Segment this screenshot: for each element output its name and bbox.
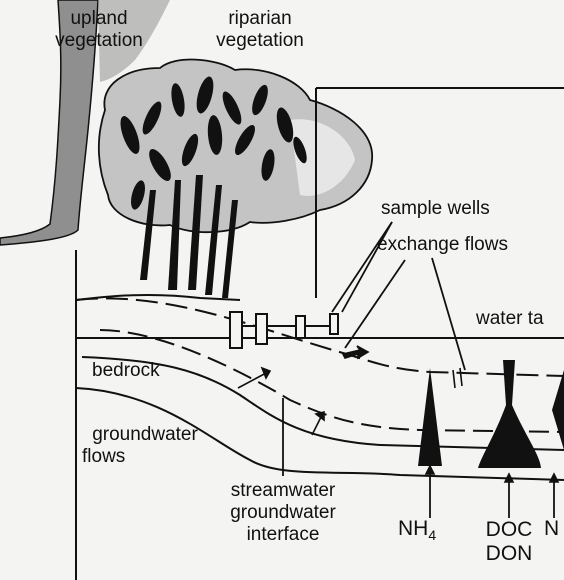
nh4-profile	[418, 368, 442, 466]
label-upland-vegetation: upland vegetation	[44, 8, 154, 52]
label-riparian-vegetation: riparian vegetation	[205, 8, 315, 52]
label-riparian-line1: riparian	[205, 8, 315, 30]
label-riparian-line2: vegetation	[205, 30, 315, 52]
label-interface-line2: groundwater	[208, 502, 358, 524]
interface-line	[100, 330, 564, 432]
concentration-profiles	[418, 360, 564, 468]
n-profile	[552, 370, 564, 450]
label-upland-line2: vegetation	[44, 30, 154, 52]
label-nh4: NH4	[398, 518, 436, 546]
label-n-partial: N	[544, 518, 559, 540]
label-groundwater-line1: groundwater	[80, 424, 210, 446]
label-nh4-sub: 4	[428, 527, 436, 543]
label-water-table: water ta	[476, 308, 544, 330]
doc-profile	[478, 360, 541, 468]
label-interface: streamwater groundwater interface	[208, 480, 358, 546]
label-upland-line1: upland	[44, 8, 154, 30]
label-doc-don: DOC DON	[478, 518, 540, 566]
label-exchange-flows: exchange flows	[377, 234, 508, 256]
sample-wells	[230, 312, 338, 348]
label-doc: DOC	[478, 518, 540, 542]
label-groundwater-flows: groundwater flows	[80, 424, 210, 468]
label-sample-wells: sample wells	[381, 198, 490, 220]
label-don: DON	[478, 542, 540, 566]
label-interface-line1: streamwater	[208, 480, 358, 502]
label-interface-line3: interface	[208, 524, 358, 546]
label-nh4-main: NH	[398, 517, 428, 540]
label-groundwater-line2: flows	[80, 446, 210, 468]
label-bedrock: bedrock	[92, 360, 160, 382]
